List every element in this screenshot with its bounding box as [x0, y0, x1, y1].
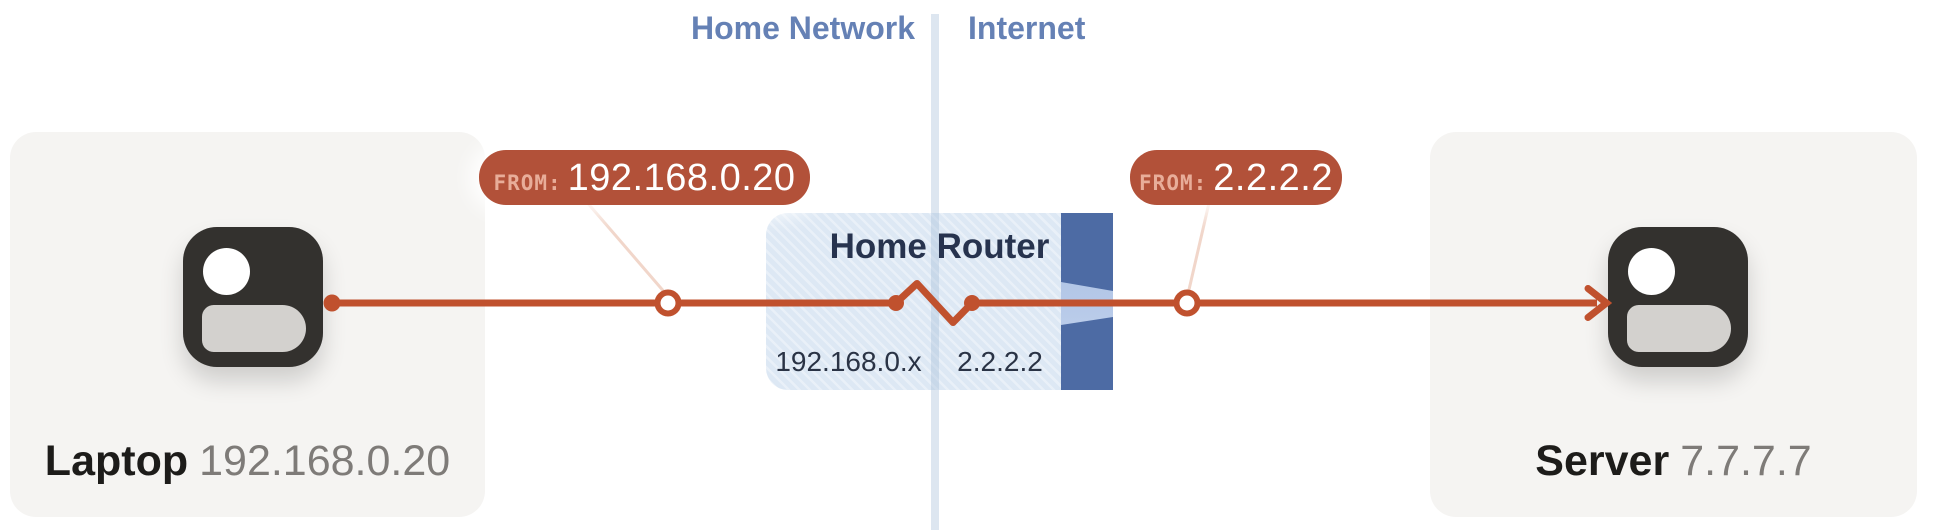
lan-packet-marker: [654, 289, 682, 317]
laptop-name: Laptop: [44, 437, 189, 485]
router-lan-ip: 192.168.0.x: [775, 346, 922, 377]
device-icon-head: [203, 248, 250, 295]
lan-badge-connector-line: [583, 199, 668, 295]
lan-packet-badge: FROM: 192.168.0.20: [479, 150, 810, 205]
home-router-box: Home Router 192.168.0.x 2.2.2.2: [766, 213, 1113, 390]
wan-packet-source-ip: 2.2.2.2: [1213, 157, 1333, 199]
device-icon-body: [202, 305, 306, 352]
wan-packet-badge: FROM: 2.2.2.2: [1130, 150, 1342, 205]
wan-packet-from-label: FROM:: [1139, 171, 1208, 195]
laptop-device-icon: [183, 227, 323, 367]
wan-packet-marker: [1173, 289, 1201, 317]
lan-packet-from-label: FROM:: [493, 171, 562, 195]
server-name: Server: [1535, 437, 1670, 485]
server-device-icon: [1608, 227, 1748, 367]
laptop-ip: 192.168.0.20: [199, 437, 451, 485]
zone-label-internet: Internet: [968, 10, 1086, 46]
device-icon-body: [1627, 305, 1731, 352]
router-title: Home Router: [829, 227, 1050, 266]
lan-packet-source-ip: 192.168.0.20: [567, 157, 796, 199]
device-icon-head: [1628, 248, 1675, 295]
zone-label-home-network: Home Network: [690, 10, 915, 46]
zone-divider: [931, 14, 939, 530]
router-wan-ip: 2.2.2.2: [957, 346, 1043, 377]
server-ip: 7.7.7.7: [1680, 437, 1812, 485]
wan-badge-connector-line: [1186, 202, 1211, 295]
